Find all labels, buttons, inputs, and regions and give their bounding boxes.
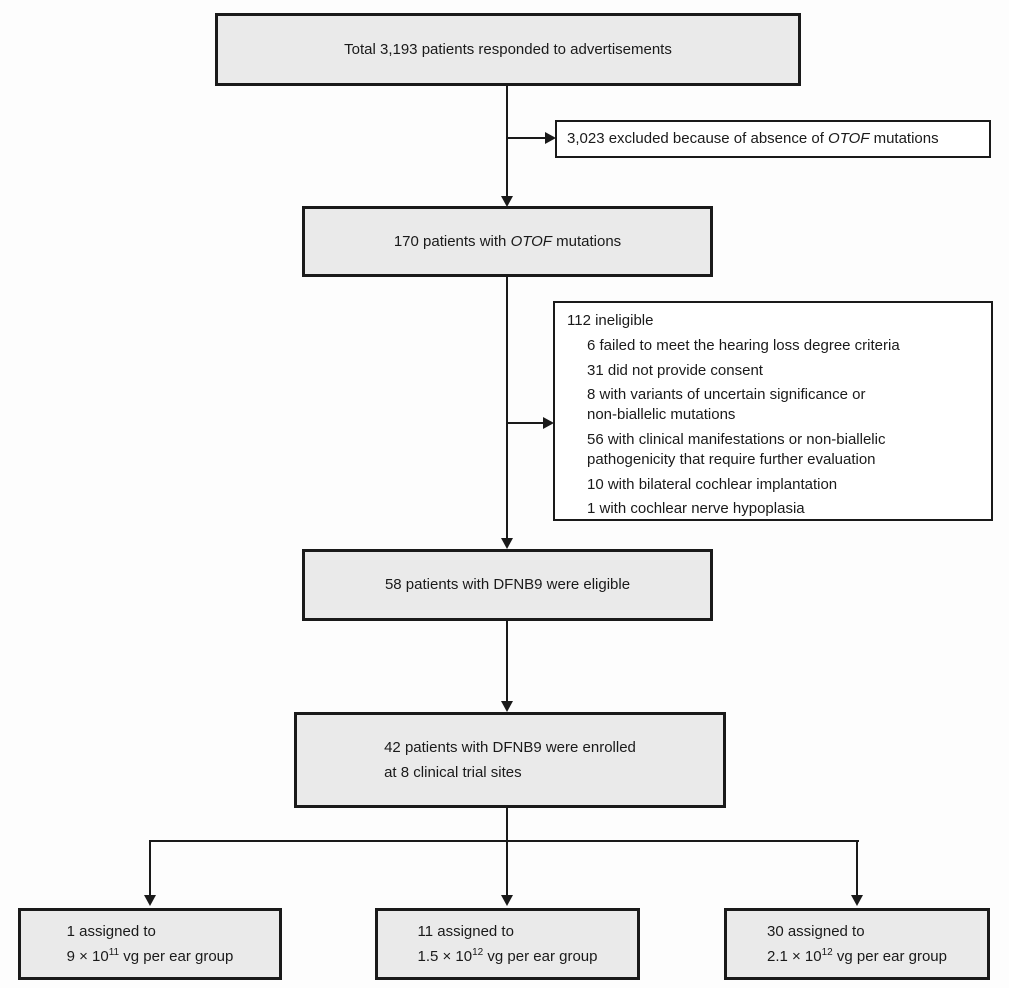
dose-high-line1: 30 assigned to: [766, 922, 865, 940]
excluded-text-pre: 3,023 excluded because of absence of: [567, 130, 829, 148]
box-total-responded-text: Total 3,193 patients responded to advert…: [344, 40, 672, 58]
connector-drop-left: [149, 840, 151, 896]
arrowhead-down-enrolled: [501, 701, 513, 712]
connector-total-to-otof: [506, 86, 508, 197]
ineligible-item: 31 did not provide consent: [587, 361, 763, 379]
excluded-text-post: mutations: [869, 130, 939, 148]
dose-low-rest: vg per ear group: [119, 948, 234, 965]
box-enrolled: 42 patients with DFNB9 were enrolled at …: [294, 712, 726, 808]
dose-high-base: 2.1 × 10: [766, 948, 822, 965]
dose-high-exponent: 12: [821, 947, 833, 958]
otof-text-pre: 170 patients with: [393, 232, 511, 250]
box-enrolled-text: 42 patients with DFNB9 were enrolled at …: [384, 735, 636, 786]
box-dose-group-high: 30 assigned to 2.1 × 1012 vg per ear gro…: [724, 908, 990, 980]
dose-low-base: 9 × 10: [66, 948, 109, 965]
connector-otof-to-eligible: [506, 277, 508, 539]
connector-eligible-to-enrolled: [506, 621, 508, 702]
arrowhead-down-otof: [501, 196, 513, 207]
dose-high-rest: vg per ear group: [832, 948, 947, 965]
box-dose-group-mid: 11 assigned to 1.5 × 1012 vg per ear gro…: [375, 908, 640, 980]
dose-mid-exponent: 12: [472, 947, 484, 958]
connector-enrolled-stub: [506, 808, 508, 842]
ineligible-item: 10 with bilateral cochlear implantation: [587, 475, 838, 493]
connector-branch-ineligible: [507, 422, 545, 424]
dose-mid-line2: 1.5 × 1012 vg per ear group: [417, 944, 597, 970]
ineligible-item: 1 with cochlear nerve hypoplasia: [587, 500, 805, 518]
arrowhead-right-excluded: [545, 132, 556, 144]
box-total-responded: Total 3,193 patients responded to advert…: [215, 13, 801, 86]
dose-mid-text: 11 assigned to 1.5 × 1012 vg per ear gro…: [417, 919, 597, 970]
dose-low-line1: 1 assigned to: [66, 922, 156, 940]
box-excluded-text: 3,023 excluded because of absence of OTO…: [567, 129, 939, 149]
ineligible-item: 6 failed to meet the hearing loss degree…: [587, 336, 900, 354]
dose-high-text: 30 assigned to 2.1 × 1012 vg per ear gro…: [767, 919, 947, 970]
enrolled-line2: at 8 clinical trial sites: [384, 764, 522, 781]
ineligible-item: 8 with variants of uncertain significanc…: [587, 386, 866, 424]
dose-low-line2: 9 × 1011 vg per ear group: [67, 944, 234, 970]
box-eligible: 58 patients with DFNB9 were eligible: [302, 549, 713, 621]
connector-branch-excluded: [507, 137, 547, 139]
box-otof-mutations: 170 patients with OTOF mutations: [302, 206, 713, 277]
arrowhead-down-eligible: [501, 538, 513, 549]
enrolled-line1: 42 patients with DFNB9 were enrolled: [384, 738, 636, 756]
arrowhead-right-ineligible: [543, 417, 554, 429]
arrowhead-down-dose-middle: [501, 895, 513, 906]
dose-mid-rest: vg per ear group: [483, 948, 598, 965]
arrowhead-down-dose-left: [144, 895, 156, 906]
excluded-gene-name: OTOF: [828, 130, 870, 148]
ineligible-header: 112 ineligible: [567, 312, 654, 329]
box-otof-text: 170 patients with OTOF mutations: [394, 232, 621, 252]
box-dose-group-low: 1 assigned to 9 × 1011 vg per ear group: [18, 908, 282, 980]
box-ineligible: 112 ineligible 6 failed to meet the hear…: [553, 301, 993, 521]
box-eligible-text: 58 patients with DFNB9 were eligible: [384, 576, 631, 594]
dose-low-exponent: 11: [108, 947, 120, 958]
ineligible-item: 56 with clinical manifestations or non-b…: [587, 430, 886, 468]
box-excluded: 3,023 excluded because of absence of OTO…: [555, 120, 991, 158]
connector-drop-right: [856, 840, 858, 896]
otof-text-post: mutations: [551, 232, 622, 250]
dose-high-line2: 2.1 × 1012 vg per ear group: [767, 944, 947, 970]
otof-gene-name: OTOF: [510, 232, 552, 250]
dose-low-text: 1 assigned to 9 × 1011 vg per ear group: [67, 919, 234, 970]
arrowhead-down-dose-right: [851, 895, 863, 906]
connector-drop-middle: [506, 842, 508, 896]
dose-mid-base: 1.5 × 10: [417, 948, 473, 965]
dose-mid-line1: 11 assigned to: [417, 922, 514, 940]
connector-branch-horizontal: [149, 840, 859, 842]
